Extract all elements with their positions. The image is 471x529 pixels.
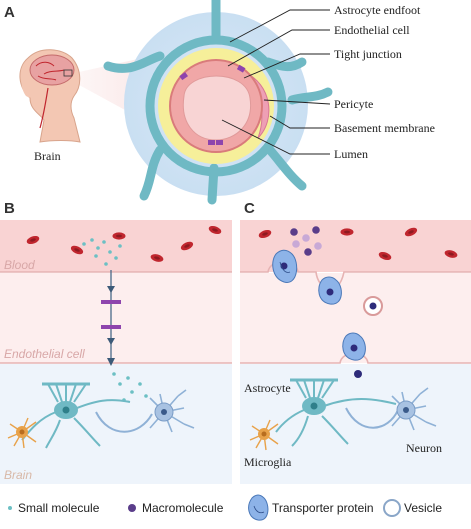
small-molecules-b	[82, 238, 148, 402]
microglia-icon	[7, 417, 37, 449]
callout-pericyte: Pericyte	[334, 97, 373, 111]
brain-layer-b	[0, 364, 232, 484]
tight-junctions	[179, 64, 246, 145]
brain-head-icon	[19, 49, 81, 143]
small-molecule-swatch	[8, 506, 12, 510]
brain-label-b: Brain	[4, 468, 32, 482]
diffusion-path	[101, 270, 121, 366]
astrocyte-label: Astrocyte	[244, 381, 291, 395]
vesicle-icon	[363, 296, 383, 316]
blood-label-b: Blood	[4, 258, 35, 272]
macromolecules-c	[290, 226, 362, 378]
transporter-icon	[342, 332, 366, 361]
lumen	[182, 75, 252, 141]
callout-endothelial-cell: Endothelial cell	[334, 23, 410, 37]
neuron-icon	[95, 389, 195, 433]
transporter-icon	[272, 249, 298, 283]
endothelial-layer-b	[0, 273, 232, 363]
microglia-label: Microglia	[244, 455, 292, 469]
legend-small-molecule: Small molecule	[18, 501, 100, 515]
red-blood-cell-icon	[112, 232, 126, 240]
callout-tight-junction: Tight junction	[334, 47, 402, 61]
tight-junction-b	[101, 300, 121, 304]
panel-b-letter: B	[4, 200, 15, 217]
transporter-icon	[248, 494, 269, 521]
macromolecule-swatch	[128, 504, 136, 512]
astrocyte-endfoot-ring	[145, 35, 287, 177]
legend: Small molecule Macromolecule Transporter…	[8, 494, 442, 521]
red-blood-cell-icon	[340, 228, 354, 236]
microglia-icon	[249, 419, 279, 451]
vessel-cross-section	[103, 0, 333, 205]
neuron-icon	[345, 387, 437, 431]
callout-basement-membrane: Basement membrane	[334, 121, 435, 135]
astrocyte-icon	[275, 378, 397, 447]
endothelial-label-b: Endothelial cell	[4, 347, 85, 361]
brain-label: Brain	[34, 149, 61, 163]
callout-lines	[221, 9, 331, 155]
vesicle-icon	[383, 499, 401, 517]
callout-astrocyte-endfoot: Astrocyte endfoot	[334, 3, 421, 17]
panel-a: A Brain	[4, 0, 435, 205]
callout-lumen: Lumen	[334, 147, 368, 161]
neuron-label: Neuron	[406, 441, 442, 455]
panel-b: B Blood Endothelial cell Brain	[0, 200, 232, 484]
transporter-icon	[318, 276, 342, 305]
blood-layer-b	[0, 220, 232, 272]
legend-vesicle: Vesicle	[404, 501, 442, 515]
callout-labels: Astrocyte endfoot Endothelial cell Tight…	[334, 3, 435, 161]
panel-c: C	[240, 200, 471, 484]
legend-transporter: Transporter protein	[272, 501, 374, 515]
legend-macromolecule: Macromolecule	[142, 501, 224, 515]
panel-a-letter: A	[4, 4, 15, 21]
tight-junction-b	[101, 325, 121, 329]
panel-c-letter: C	[244, 200, 255, 217]
